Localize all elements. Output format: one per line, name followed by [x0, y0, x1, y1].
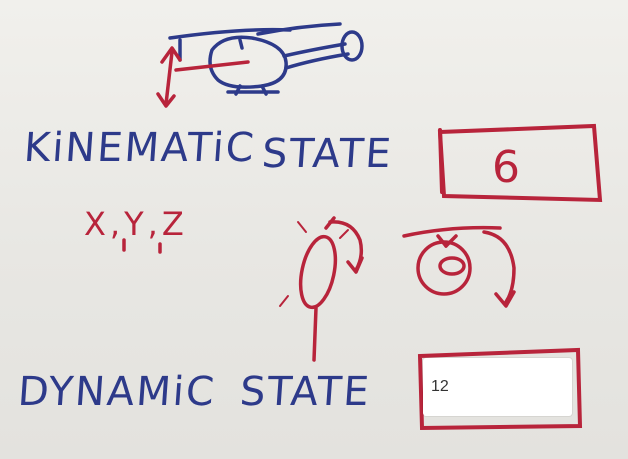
kinematic-box — [437, 123, 603, 203]
xyz-label: X,Y,Z — [84, 205, 188, 243]
rotation-sketch-1 — [279, 216, 364, 362]
kinematic-state-label: STATE — [260, 131, 395, 177]
dynamic-box — [417, 347, 583, 431]
kinematic-label: KiNEMATiC — [22, 125, 258, 171]
dynamic-label: DYNAMiC — [16, 369, 218, 415]
kinematic-value: 6 — [492, 142, 520, 193]
helicopter-sketch — [168, 22, 364, 96]
vertical-arrow — [156, 46, 250, 108]
answer-input[interactable] — [423, 358, 572, 416]
xyz-commas — [122, 238, 162, 254]
rotation-sketch-2 — [402, 225, 516, 308]
dynamic-state-label: STATE — [238, 369, 373, 415]
